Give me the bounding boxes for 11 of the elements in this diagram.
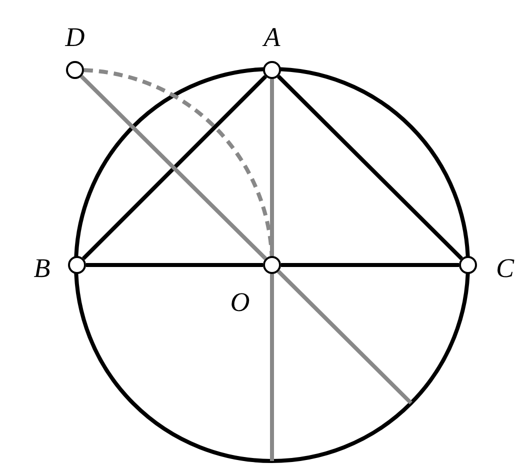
line-segment [276, 270, 412, 404]
line-segment [270, 274, 274, 461]
point-label: C [494, 253, 516, 283]
line-segment [86, 263, 263, 267]
line-segment [270, 79, 274, 256]
line-segment [281, 263, 459, 267]
point-label: D [64, 22, 86, 52]
line-segment [276, 74, 464, 260]
point-label: O [229, 287, 251, 317]
point-label: A [261, 22, 282, 52]
point-label: B [32, 253, 52, 283]
